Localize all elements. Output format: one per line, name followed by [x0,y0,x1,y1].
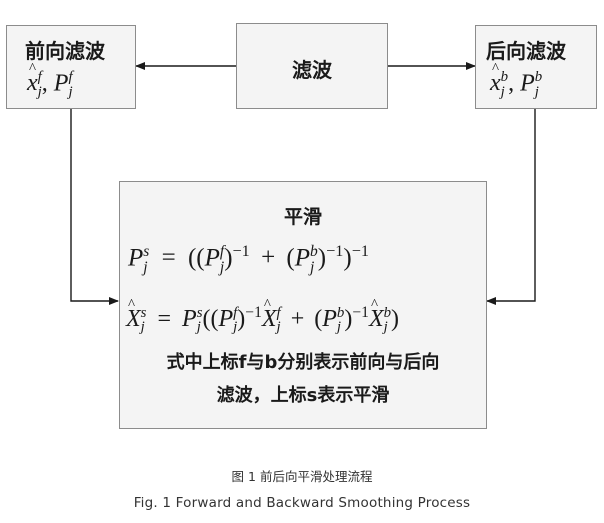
backward-x-sup: b [500,69,509,85]
backward-x-symbol: x [490,61,501,97]
eq1-close-1: ) [224,244,233,272]
eq2-inv-2: −1 [352,304,369,321]
eq2-x-backward: X [369,297,384,333]
eq1-p-backward: P [294,244,311,272]
forward-p-sub: j [68,83,73,100]
eq2-plus: + [290,306,305,332]
forward-filter-box: 前向滤波 xfj, Pfj [6,25,136,109]
eq2-p-backward: P [322,306,337,332]
eq2-x-backward-sup: b [383,304,392,321]
eq1-open-paren: (( [187,244,205,272]
forward-x-symbol: x [27,61,38,97]
eq2-p-backward-sub: j [336,319,342,336]
eq2-p-forward: P [218,306,234,332]
filter-box: 滤波 [236,23,388,109]
eq2-x-forward-sup: f [276,304,281,321]
eq1-inv-1: −1 [232,242,250,260]
smoothing-note-line-2: 滤波，上标s表示平滑 [216,385,390,406]
caption-chinese: 图 1 前后向平滑处理流程 [231,469,373,484]
forward-x-sup: f [37,69,42,85]
backward-p-sub: j [534,83,539,100]
forward-filter-label: 前向滤波 [25,39,105,63]
eq1-p-backward-sup: b [310,243,318,261]
caption-english: Fig. 1 Forward and Backward Smoothing Pr… [133,495,471,511]
forward-p-sup: f [68,69,73,85]
arrow-forward-to-smoothing [70,108,119,305]
backward-filter-box: 后向滤波 xbj, Pbj [475,25,597,109]
eq2-x-backward-sub: j [383,319,388,336]
backward-p-symbol: P [520,70,535,97]
eq2-p-smooth: P [182,306,197,332]
eq1-p-forward: P [204,244,220,272]
eq2-lhs-sup: s [140,304,147,321]
eq2-p-forward-sup: f [233,304,238,321]
forward-p-symbol: P [53,70,69,97]
filter-label: 滤波 [292,58,332,82]
eq1-p-forward-sup: f [219,243,225,261]
eq1-outer-inv: −1 [351,242,370,260]
arrow-backward-to-smoothing [486,108,536,305]
eq1-inv-2: −1 [326,242,344,260]
backward-filter-math: xbj, Pbj [490,61,543,100]
smoothing-title: 平滑 [283,206,322,228]
eq1-lhs-sup: s [143,243,150,261]
eq1-close-2: ) [317,244,327,272]
backward-x-sub: j [500,83,505,100]
backward-filter-label: 后向滤波 [486,39,566,63]
backward-p-sup: b [534,69,543,85]
eq2-x-forward: X [262,297,277,333]
eq1-p-forward-sub: j [219,258,225,276]
backward-sep: , [508,70,515,97]
forward-x-sub: j [37,83,42,100]
eq2-inv-1: −1 [245,304,262,321]
eq2-equals: = [157,306,172,332]
eq1-p-backward-sub: j [310,258,315,276]
eq2-p-backward-sup: b [336,304,345,321]
eq2-x-forward-sub: j [276,319,281,336]
eq2-p-smooth-sup: s [196,304,203,321]
forward-sep: , [41,70,48,97]
eq2-p-smooth-sub: j [196,319,201,336]
eq1-lhs-p: P [128,244,144,272]
eq1-equals: = [161,244,176,272]
smoothing-note-line-1: 式中上标f与b分别表示前向与后向 [166,352,440,373]
eq1-lhs-sub: j [143,258,148,276]
eq2-lhs-x: X [126,297,141,333]
smoothing-box: 平滑 Psj = ((Pfj)−1 + (Pbj)−1)−1 Xsj = Psj… [119,181,487,429]
eq2-p-forward-sub: j [233,319,238,336]
eq1-plus: + [261,244,276,272]
smoothing-equation-2: Xsj = Psj((Pfj)−1Xfj + (Pbj)−1Xbj) [126,297,399,336]
eq2-lhs-sub: j [140,319,145,336]
forward-filter-math: xfj, Pfj [27,61,73,100]
